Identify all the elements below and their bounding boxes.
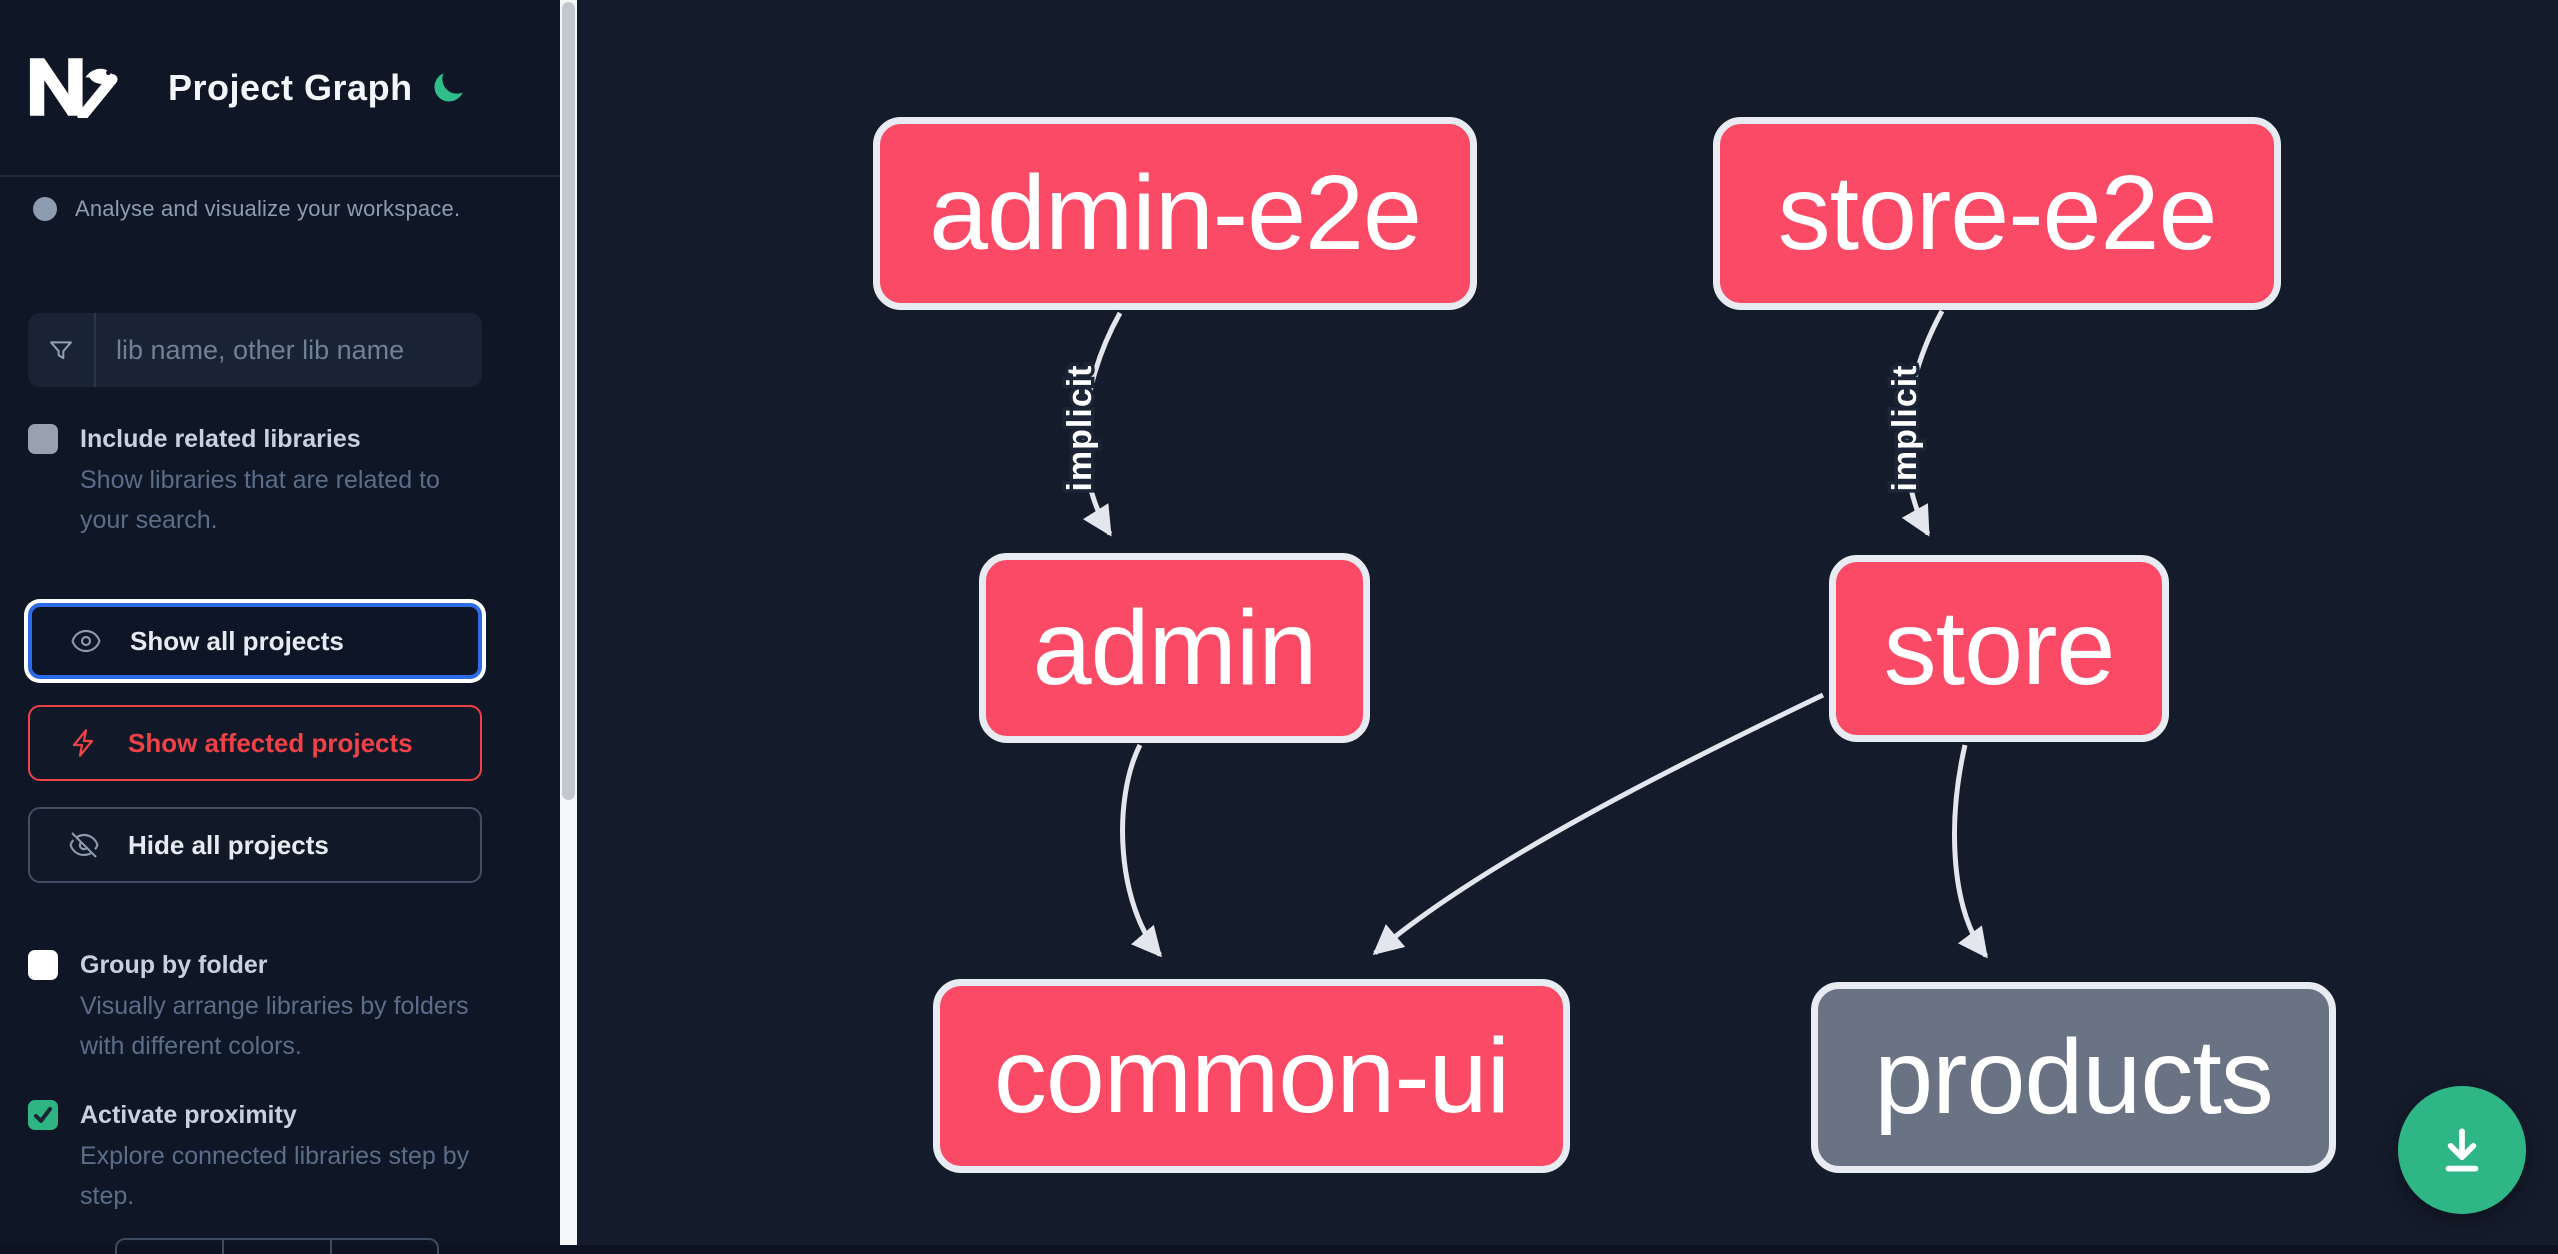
graph-canvas[interactable]: implicit implicit admin-e2e store-e2e ad… [577,0,2558,1245]
lightning-bolt-icon [72,729,94,757]
sidebar: Project Graph i Analyse and visualize yo… [0,0,560,1254]
proximity-stepper[interactable] [115,1238,439,1254]
include-related-label: Include related libraries [80,425,361,453]
include-related-description: Show libraries that are related to your … [80,466,440,534]
edge-label-implicit-2: implicit [1886,364,1924,491]
page-title: Project Graph [168,66,413,108]
checkbox-group-by-folder[interactable] [28,950,58,980]
moon-icon [434,73,463,102]
checkmark-icon [34,1107,52,1123]
checkbox-activate-proximity[interactable] [28,1100,58,1130]
activate-proximity-label: Activate proximity [80,1101,297,1129]
graph-node-admin[interactable]: admin [979,553,1370,743]
sidebar-header: Project Graph [0,0,560,177]
show-affected-projects-button[interactable]: Show affected projects [28,705,482,781]
edge-store-to-common-ui [1372,692,1825,955]
stepper-value [222,1240,329,1254]
checkbox-include-related[interactable] [28,424,58,454]
edge-admin-to-common-ui [1120,743,1162,958]
tagline-text: Analyse and visualize your workspace. [75,196,461,221]
stepper-decrement[interactable] [117,1240,222,1254]
group-by-folder-description: Visually arrange libraries by folders wi… [80,992,469,1060]
hide-all-projects-button[interactable]: Hide all projects [28,807,482,883]
option-group-by-folder: Group by folder Visually arrange librari… [28,948,508,1066]
graph-node-admin-e2e[interactable]: admin-e2e [873,117,1477,310]
group-by-folder-label: Group by folder [80,951,268,979]
sidebar-scrollbar[interactable] [560,0,577,1245]
download-graph-button[interactable] [2398,1086,2526,1214]
option-activate-proximity: Activate proximity Explore connected lib… [28,1098,508,1216]
edge-admin-e2e-to-admin [1082,311,1123,537]
download-icon [2445,1128,2479,1172]
theme-toggle-button[interactable] [428,70,468,108]
hide-all-projects-label: Hide all projects [128,829,329,860]
show-all-projects-label: Show all projects [130,625,344,656]
edge-label-implicit-1: implicit [1061,364,1099,491]
edge-store-to-products [1952,744,1989,959]
show-all-projects-button[interactable]: Show all projects [28,603,482,679]
show-affected-projects-label: Show affected projects [128,727,413,758]
graph-node-common-ui[interactable]: common-ui [933,979,1570,1173]
activate-proximity-description: Explore connected libraries step by step… [80,1142,470,1210]
dependency-edges: implicit implicit [1057,309,1989,959]
funnel-icon [28,313,96,387]
eye-slash-icon [69,832,99,858]
eye-icon [71,629,101,653]
workspace-tagline: i Analyse and visualize your workspace. [33,196,533,222]
graph-node-store[interactable]: store [1829,555,2169,742]
stepper-increment[interactable] [329,1240,437,1254]
project-filter-search [28,313,482,387]
edge-store-e2e-to-store [1901,309,1945,537]
filter-include-related: Include related libraries Show libraries… [28,422,508,540]
graph-node-store-e2e[interactable]: store-e2e [1713,117,2281,310]
scrollbar-thumb[interactable] [562,2,575,800]
nx-logo-icon [29,58,118,118]
info-icon: i [33,196,57,221]
search-input[interactable] [96,313,482,387]
graph-node-products[interactable]: products [1811,982,2336,1173]
